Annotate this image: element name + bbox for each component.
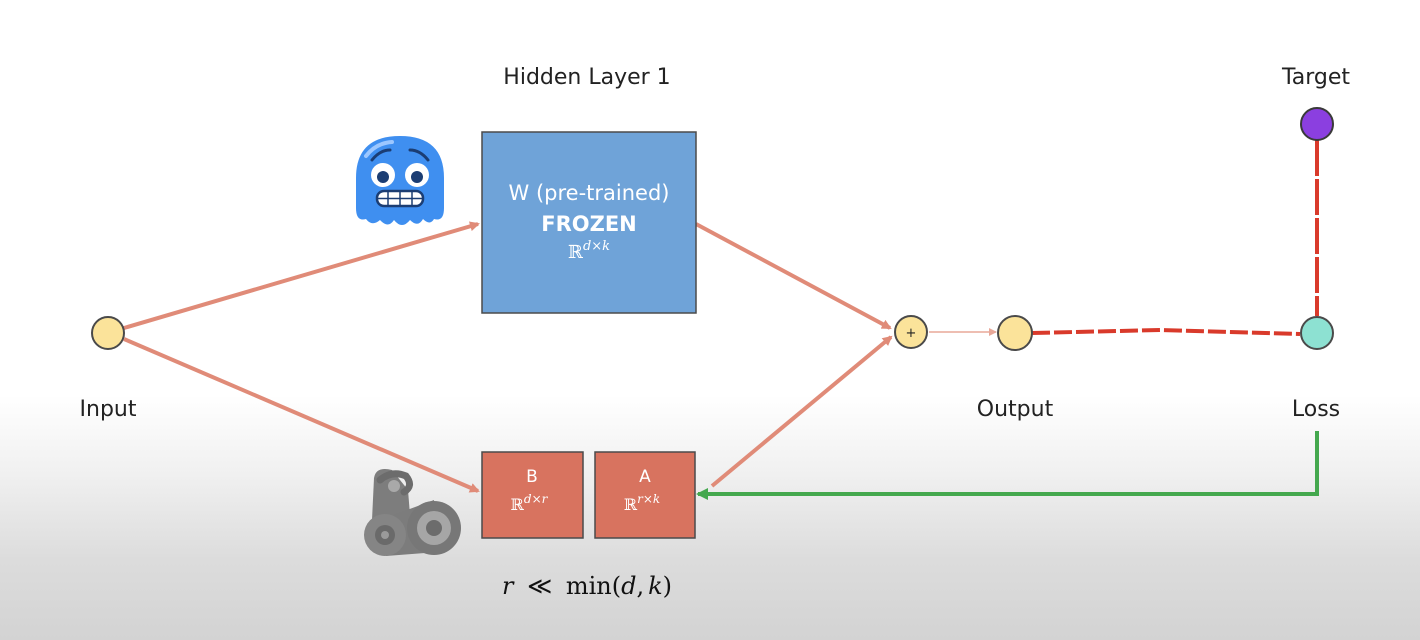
input-node <box>91 316 125 350</box>
rank-formula: r ≪ min(d,k) <box>502 572 672 600</box>
lora-a-letter: A <box>639 467 651 487</box>
target-label: Target <box>1281 65 1350 90</box>
target-node <box>1300 107 1334 141</box>
edge-lora-to-sum <box>710 335 893 488</box>
sum-node: + <box>894 315 928 349</box>
edge-input-to-frozen <box>123 221 480 330</box>
sum-symbol: + <box>906 326 917 341</box>
output-label: Output <box>977 397 1054 422</box>
lora-b-space: ℝd×r <box>511 492 549 514</box>
loss-path-output-to-loss <box>1031 327 1301 336</box>
frozen-box-title: W (pre-trained) <box>509 181 670 205</box>
loss-node <box>1300 316 1334 350</box>
lora-b-letter: B <box>526 467 538 487</box>
lora-a-box: A ℝr×k <box>594 451 696 539</box>
edge-frozen-to-sum <box>695 222 892 330</box>
frozen-weight-box: W (pre-trained) FROZEN ℝd×k <box>481 131 697 314</box>
film-reel-icon <box>364 469 461 556</box>
input-label: Input <box>80 397 137 422</box>
loss-label: Loss <box>1292 397 1340 422</box>
lora-a-space: ℝr×k <box>624 492 660 514</box>
lora-b-box: B ℝd×r <box>481 451 584 539</box>
output-node <box>997 315 1033 351</box>
gradient-path <box>696 431 1319 500</box>
hidden-layer-label: Hidden Layer 1 <box>503 65 670 90</box>
frozen-box-status: FROZEN <box>541 212 637 236</box>
freezing-face-icon <box>356 136 444 225</box>
edge-input-to-lora <box>123 337 480 493</box>
frozen-box-space: ℝd×k <box>568 239 610 263</box>
